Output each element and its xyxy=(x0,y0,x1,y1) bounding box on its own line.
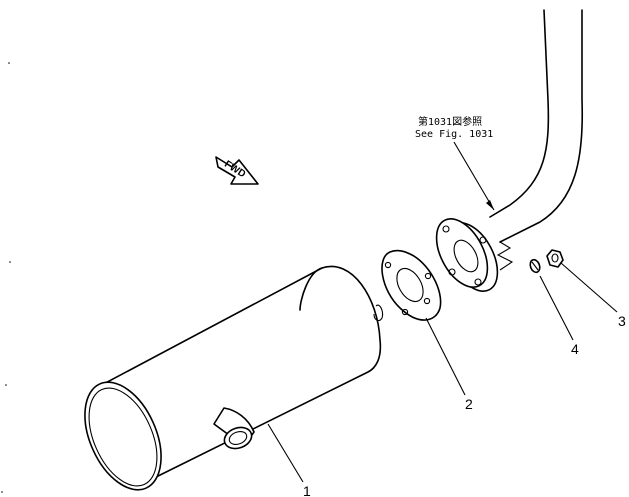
callout-muffler: 1 xyxy=(303,483,311,497)
scan-specks xyxy=(1,62,11,493)
leader-2 xyxy=(425,317,466,396)
callout-gasket: 2 xyxy=(465,396,473,412)
nut xyxy=(546,249,564,268)
lock-washer xyxy=(529,258,541,274)
exhaust-pipe xyxy=(489,9,584,271)
pipe-flange xyxy=(435,218,499,292)
reference-leader xyxy=(453,141,495,211)
reference-arrowhead xyxy=(486,200,494,210)
leader-3 xyxy=(560,262,618,313)
callout-lock-washer: 4 xyxy=(571,341,579,357)
figure-reference-note: 第1031図参照 See Fig. 1031 xyxy=(415,115,495,211)
callouts: 1 2 3 4 xyxy=(267,262,626,497)
callout-nut: 3 xyxy=(618,313,626,329)
figure-reference-jp: 第1031図参照 xyxy=(418,115,482,128)
leader-1 xyxy=(267,423,304,483)
leader-4 xyxy=(539,275,574,341)
fwd-arrow-icon: FWD xyxy=(215,156,259,185)
gasket xyxy=(381,249,442,321)
figure-reference-en: See Fig. 1031 xyxy=(415,129,493,140)
muffler xyxy=(84,265,384,491)
